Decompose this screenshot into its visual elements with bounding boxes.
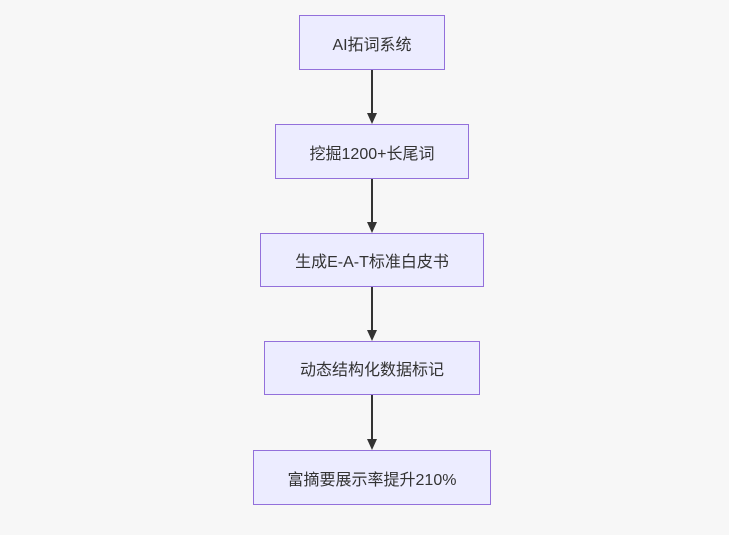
flow-node-eat-whitepaper: 生成E-A-T标准白皮书 xyxy=(260,233,484,287)
flow-node-label: 挖掘1200+长尾词 xyxy=(309,145,435,163)
flow-edge-line-1 xyxy=(371,70,373,114)
arrow-down-icon xyxy=(367,330,377,341)
flow-node-label: 动态结构化数据标记 xyxy=(299,362,444,379)
flow-node-structured-data-markup: 动态结构化数据标记 xyxy=(264,341,480,395)
flow-edge-line-4 xyxy=(371,395,373,440)
flow-node-rich-snippet-result: 富摘要展示率提升210% xyxy=(253,450,491,505)
flow-node-label: 富摘要展示率提升210% xyxy=(287,471,457,489)
flow-edge-line-2 xyxy=(371,179,373,223)
arrow-down-icon xyxy=(367,222,377,233)
flow-node-ai-keyword-system: AI拓词系统 xyxy=(299,15,445,70)
arrow-down-icon xyxy=(367,439,377,450)
flow-edge-line-3 xyxy=(371,287,373,331)
flow-node-longtail-mining: 挖掘1200+长尾词 xyxy=(275,124,469,179)
flow-node-label: AI拓词系统 xyxy=(332,36,412,54)
arrow-down-icon xyxy=(367,113,377,124)
flow-node-label: 生成E-A-T标准白皮书 xyxy=(295,254,449,271)
